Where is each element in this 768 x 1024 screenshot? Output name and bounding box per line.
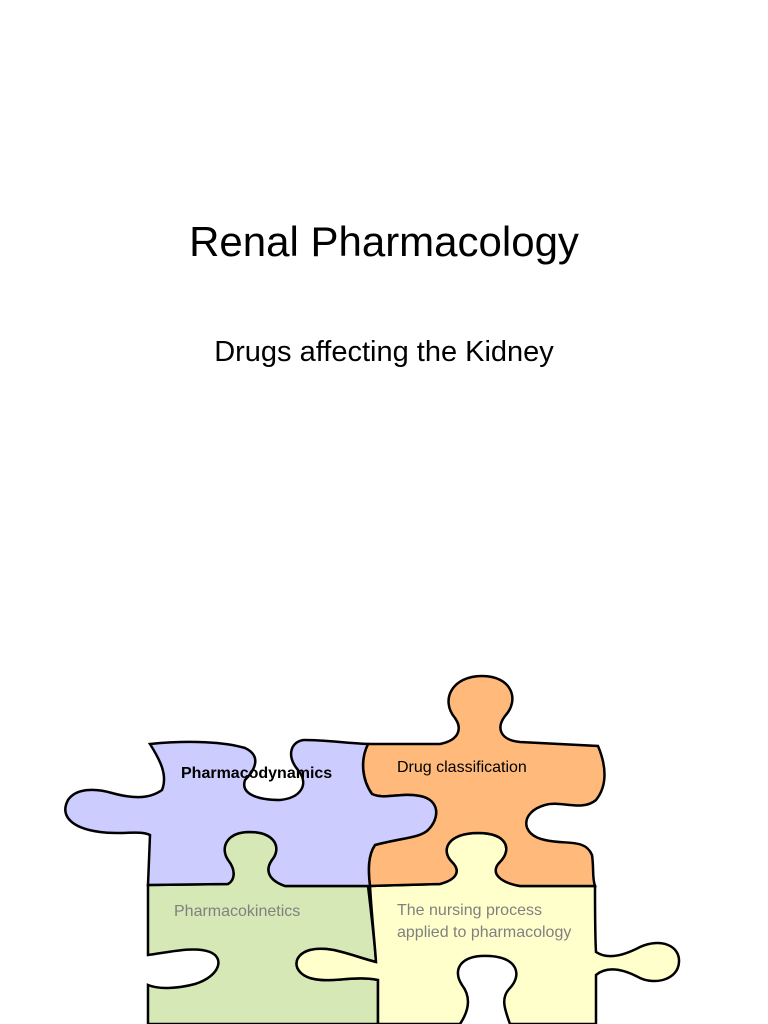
slide-title: Renal Pharmacology xyxy=(189,218,579,265)
label-pharmacodynamics: Pharmacodynamics xyxy=(181,765,333,782)
label-pharmacokinetics: Pharmacokinetics xyxy=(174,903,301,920)
slide-subtitle: Drugs affecting the Kidney xyxy=(214,336,554,368)
puzzle-piece-pharmacodynamics xyxy=(64,738,438,888)
label-drug-classification: Drug classification xyxy=(397,759,527,776)
label-nursing-process: The nursing process applied to pharmacol… xyxy=(397,902,572,941)
